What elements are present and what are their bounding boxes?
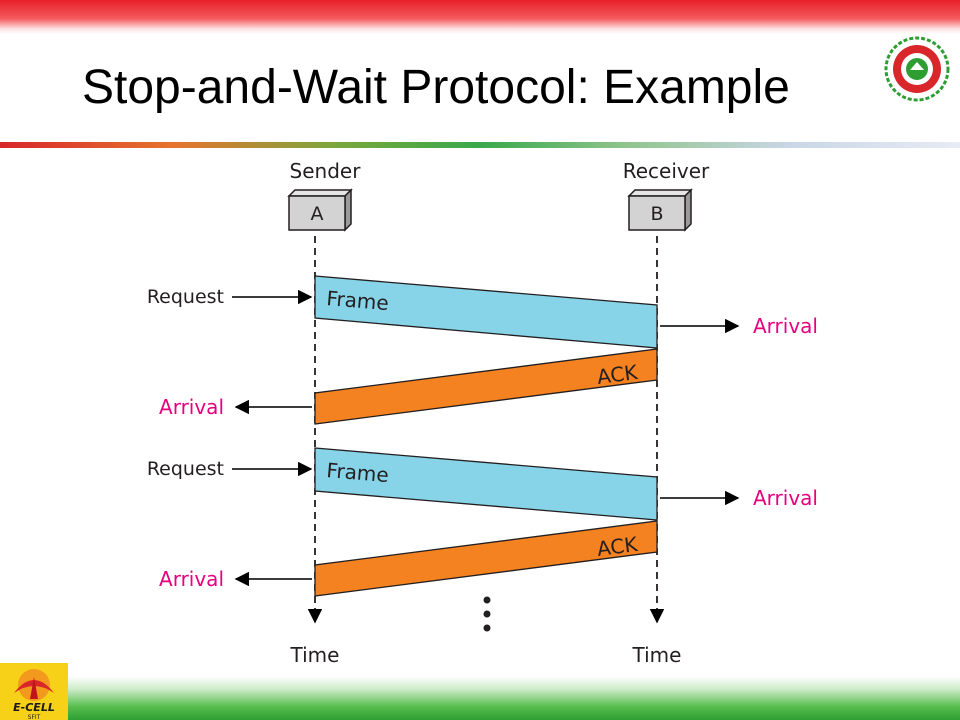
receiver-arrival-1-label: Arrival <box>753 314 818 338</box>
ack-2 <box>314 520 658 597</box>
frame-1-label: Frame <box>326 286 390 315</box>
frame-2 <box>314 447 658 521</box>
slide-title: Stop-and-Wait Protocol: Example <box>82 61 790 114</box>
receiver-label: Receiver <box>623 159 710 183</box>
sender-time-label: Time <box>290 643 340 667</box>
frame-1 <box>314 275 658 349</box>
ack-2-label: ACK <box>596 532 640 561</box>
top-color-band <box>0 0 960 34</box>
station-b-label: B <box>650 203 663 225</box>
sender-label: Sender <box>290 159 362 183</box>
frame-2-label: Frame <box>326 458 390 487</box>
receiver-time-label: Time <box>632 643 682 667</box>
request-2-label: Request <box>147 458 224 480</box>
svg-text:E-CELL: E-CELL <box>13 701 55 714</box>
station-b-box <box>627 188 693 232</box>
ack-1-label: ACK <box>596 360 640 389</box>
station-a-box <box>287 188 353 232</box>
request-1-label: Request <box>147 286 224 308</box>
continuation-ellipsis <box>483 596 491 632</box>
sender-arrival-1-label: Arrival <box>159 395 224 419</box>
receiver-arrival-2-label: Arrival <box>753 486 818 510</box>
bottom-color-band <box>0 676 960 720</box>
title-underline-rule <box>0 142 960 148</box>
e-cell-logo-icon: E-CELL SFIT <box>0 663 68 720</box>
ack-1 <box>314 348 658 425</box>
institute-seal-icon <box>884 36 950 102</box>
station-a-label: A <box>311 203 324 225</box>
svg-text:SFIT: SFIT <box>28 714 41 720</box>
sender-arrival-2-label: Arrival <box>159 567 224 591</box>
